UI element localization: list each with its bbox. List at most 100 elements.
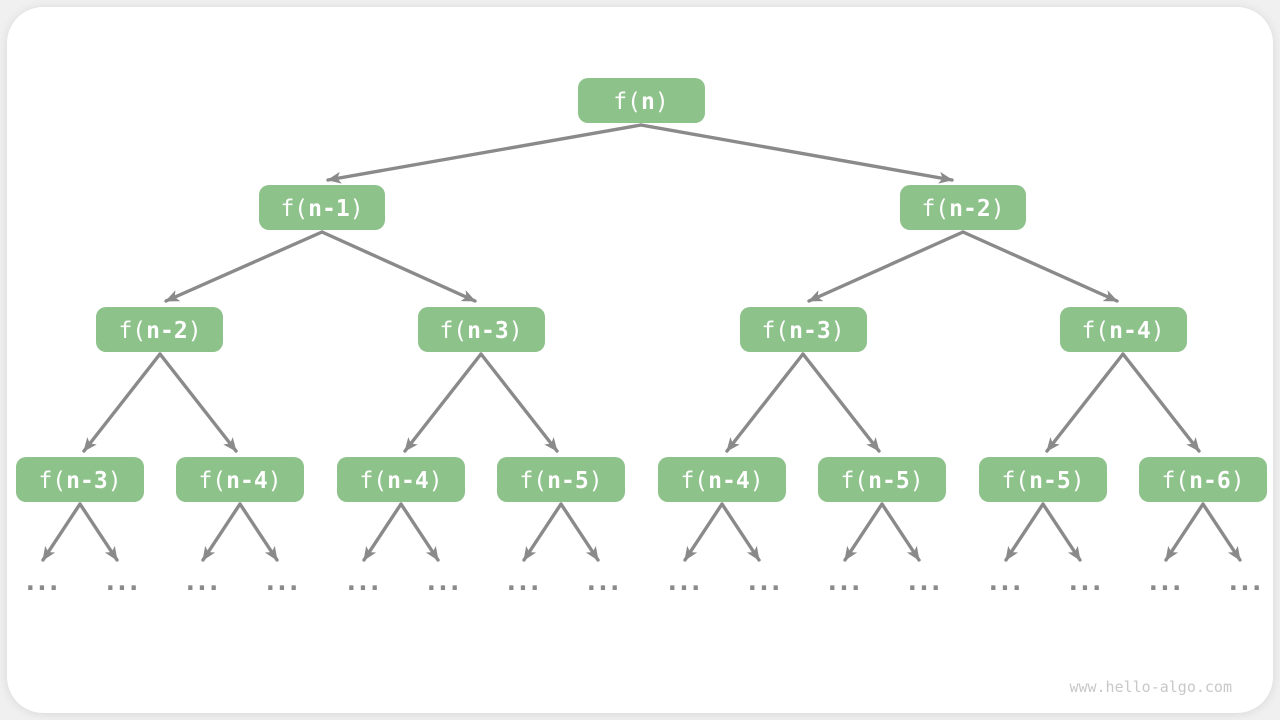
edge-arrow (362, 502, 403, 562)
edge-arrow (1004, 502, 1045, 562)
edge-arrow (1164, 502, 1205, 562)
edge-arrow (403, 352, 483, 453)
node-label: f(n) (613, 89, 668, 115)
node-label-prefix: f( (613, 89, 641, 115)
node-label: f(n-2) (118, 318, 201, 344)
ellipsis: ... (344, 567, 379, 597)
ellipsis: ... (905, 567, 940, 597)
node-box (16, 457, 144, 502)
ellipsis: ... (424, 567, 459, 597)
node-box (176, 457, 304, 502)
edge-arrow (725, 352, 805, 453)
tree-node: f(n-3) (740, 307, 867, 352)
edge-arrow (158, 352, 238, 453)
edge-arrow (683, 502, 724, 562)
edge-arrow (807, 230, 965, 303)
edge-arrow (1045, 352, 1125, 453)
node-label-prefix: f( (118, 318, 146, 344)
ellipsis: ... (745, 567, 780, 597)
edge-arrow (164, 230, 324, 303)
node-label-suffix: ) (589, 468, 603, 494)
tree-node: f(n-2) (900, 185, 1026, 230)
edge-arrow (238, 502, 279, 562)
ellipsis: ... (1066, 567, 1101, 597)
node-label-arg: n-3 (789, 318, 831, 344)
node-label-prefix: f( (198, 468, 226, 494)
edge-arrow (559, 502, 600, 562)
tree-node: f(n) (578, 78, 705, 123)
node-label: f(n-4) (359, 468, 442, 494)
node-label-suffix: ) (1071, 468, 1085, 494)
node-label-suffix: ) (910, 468, 924, 494)
node-box (1060, 307, 1187, 352)
node-label-suffix: ) (108, 468, 122, 494)
node-label-arg: n-2 (949, 196, 991, 222)
tree-node: f(n-5) (979, 457, 1107, 502)
node-label-suffix: ) (750, 468, 764, 494)
edge-arrow (522, 502, 563, 562)
node-label: f(n-4) (198, 468, 281, 494)
node-label-prefix: f( (359, 468, 387, 494)
node-label-suffix: ) (831, 318, 845, 344)
node-label: f(n-4) (680, 468, 763, 494)
edge-arrow (639, 123, 954, 184)
ellipsis: ... (1146, 567, 1181, 597)
tree-node: f(n-4) (658, 457, 786, 502)
node-label: f(n-2) (921, 196, 1004, 222)
node-label-prefix: f( (761, 318, 789, 344)
node-label-arg: n-3 (467, 318, 509, 344)
node-label-suffix: ) (655, 89, 669, 115)
edge-arrow (326, 123, 643, 184)
edge-arrow (479, 352, 559, 453)
edge-arrow (82, 352, 162, 453)
node-label-arg: n-1 (308, 196, 350, 222)
node-box (337, 457, 465, 502)
node-label-prefix: f( (439, 318, 467, 344)
node-label-suffix: ) (188, 318, 202, 344)
edge-arrow (1201, 502, 1242, 562)
node-label-prefix: f( (840, 468, 868, 494)
ellipsis: ... (986, 567, 1021, 597)
node-label-arg: n-5 (1029, 468, 1071, 494)
node-label-arg: n (641, 89, 655, 115)
edge-arrow (320, 230, 477, 303)
node-label-suffix: ) (429, 468, 443, 494)
ellipsis: ... (103, 567, 138, 597)
node-label-arg: n-6 (1189, 468, 1231, 494)
ellipsis: ... (1226, 567, 1261, 597)
node-label: f(n-3) (761, 318, 844, 344)
node-label-arg: n-2 (146, 318, 188, 344)
ellipsis: ... (584, 567, 619, 597)
node-label-suffix: ) (1151, 318, 1165, 344)
node-label: f(n-4) (1081, 318, 1164, 344)
node-box (96, 307, 223, 352)
watermark: www.hello-algo.com (1069, 678, 1232, 696)
node-label-prefix: f( (38, 468, 66, 494)
node-box (578, 78, 705, 123)
tree-node: f(n-3) (16, 457, 144, 502)
tree-node: f(n-4) (1060, 307, 1187, 352)
tree-node: f(n-3) (418, 307, 545, 352)
node-label-suffix: ) (1231, 468, 1245, 494)
edge-arrow (399, 502, 440, 562)
node-label: f(n-1) (280, 196, 363, 222)
tree-node: f(n-4) (337, 457, 465, 502)
node-box (900, 185, 1026, 230)
edge-arrow (801, 352, 881, 453)
node-label-arg: n-4 (708, 468, 750, 494)
ellipsis: ... (23, 567, 58, 597)
node-box (818, 457, 946, 502)
ellipsis: ... (183, 567, 218, 597)
node-box (259, 185, 385, 230)
tree-node: f(n-5) (818, 457, 946, 502)
tree-node: f(n-4) (176, 457, 304, 502)
node-box (658, 457, 786, 502)
node-box (497, 457, 625, 502)
ellipsis: ... (504, 567, 539, 597)
edge-arrow (843, 502, 884, 562)
node-label-arg: n-4 (387, 468, 429, 494)
node-label-prefix: f( (1001, 468, 1029, 494)
node-label: f(n-3) (38, 468, 121, 494)
node-label: f(n-6) (1161, 468, 1244, 494)
node-label-prefix: f( (921, 196, 949, 222)
